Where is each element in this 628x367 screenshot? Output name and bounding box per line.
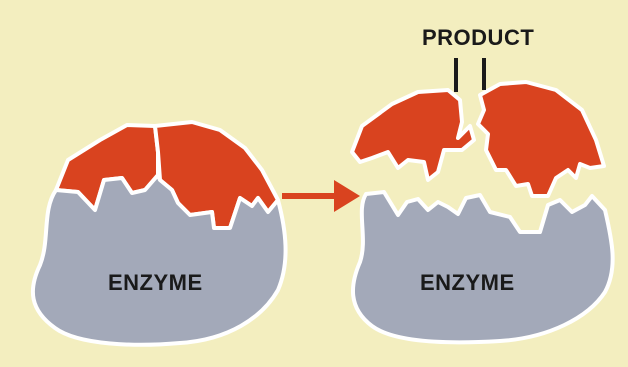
enzyme-substrate-complex (33, 122, 286, 345)
product-right-piece (478, 82, 604, 196)
enzyme-right (353, 192, 613, 342)
enzyme-label-right: ENZYME (420, 270, 515, 296)
product-label: PRODUCT (422, 25, 534, 51)
enzyme-label-left: ENZYME (108, 270, 203, 296)
product-left-piece (352, 90, 474, 180)
enzyme-product-complex (352, 58, 613, 342)
reaction-arrow (282, 180, 360, 212)
